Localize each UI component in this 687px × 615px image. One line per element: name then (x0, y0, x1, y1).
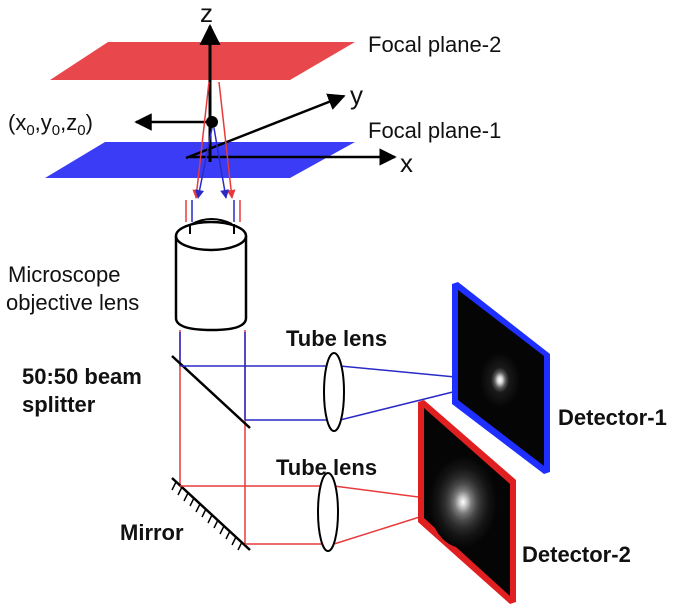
focal-plane-2-label: Focal plane-2 (368, 32, 501, 57)
tube-lens-2 (317, 472, 339, 552)
detector-2-label: Detector-2 (522, 542, 631, 567)
tube-lens-1 (323, 352, 345, 432)
objective-lens (174, 218, 248, 332)
red-ray-right (218, 81, 236, 199)
mirror-label: Mirror (120, 520, 184, 545)
x-axis-label: x (400, 148, 413, 178)
mirror (171, 477, 251, 551)
detector-2 (418, 400, 516, 604)
tube-lens-1-label: Tube lens (286, 326, 387, 351)
tube-lens-2-label: Tube lens (276, 455, 377, 480)
point-label: (x0,y0,z0) (8, 110, 93, 139)
beam-splitter-label-line2: splitter (22, 392, 96, 417)
focal-plane-2 (50, 42, 355, 80)
detector-1-label: Detector-1 (558, 405, 667, 430)
focal-plane-1-label: Focal plane-1 (368, 118, 501, 143)
blue-ray-left (195, 127, 213, 199)
objective-label-line2: objective lens (6, 290, 139, 315)
objective-label-line1: Microscope (8, 262, 120, 287)
emitter-point (206, 116, 218, 128)
z-axis-label: z (200, 0, 213, 28)
y-axis (185, 93, 346, 160)
y-axis-label: y (350, 80, 363, 110)
beam-splitter-label-line1: 50:50 beam (22, 364, 142, 389)
red-ray-left (192, 81, 210, 199)
blue-ray-right (213, 127, 230, 199)
detector-1 (452, 282, 550, 474)
beam-splitter (171, 355, 251, 429)
